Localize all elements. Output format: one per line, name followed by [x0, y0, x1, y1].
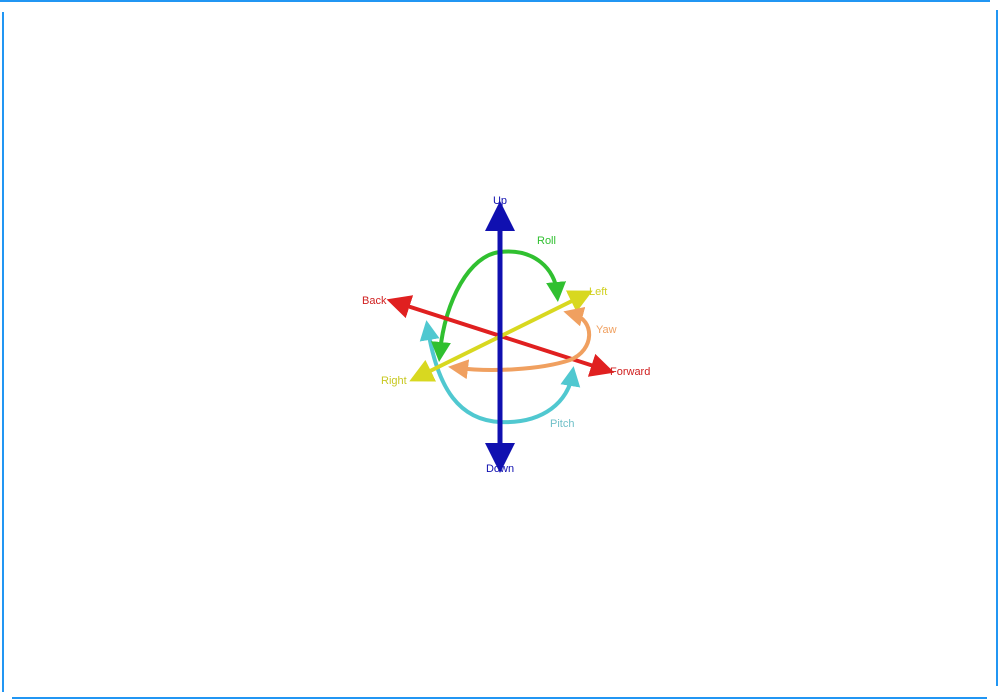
frame-bottom — [12, 697, 987, 699]
label-up: Up — [493, 195, 507, 207]
frame-top — [0, 0, 990, 2]
label-right: Right — [381, 375, 407, 387]
label-forward: Forward — [610, 366, 650, 378]
frame-right — [996, 10, 998, 686]
label-down: Down — [486, 463, 514, 475]
label-back: Back — [362, 295, 387, 307]
label-pitch: Pitch — [550, 418, 574, 430]
label-roll: Roll — [537, 235, 556, 247]
label-yaw: Yaw — [596, 324, 617, 336]
label-left: Left — [589, 286, 607, 298]
frame-left — [2, 12, 4, 692]
